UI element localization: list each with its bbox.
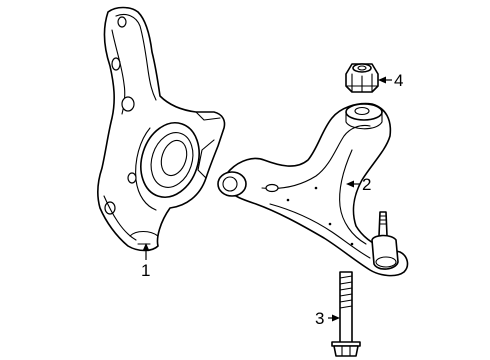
arm-dot-2 [286, 198, 290, 202]
callout-2-arrow [346, 180, 354, 188]
control-arm-inner-contour-2 [269, 203, 371, 259]
callout-4-arrow [378, 76, 386, 84]
nut-top [352, 63, 372, 73]
ball-joint-stud-thread [379, 215, 387, 225]
arm-dot-3 [328, 222, 332, 226]
arm-dot-1 [314, 186, 318, 190]
callout-1-arrow [142, 243, 150, 251]
callout-4: 4 [378, 71, 403, 90]
front-bushing-inner [222, 176, 238, 192]
bolt-flange [331, 341, 361, 347]
control-arm-rear-flange [339, 149, 367, 245]
callout-2-label: 2 [362, 175, 371, 194]
front-bushing-outer [217, 171, 247, 197]
callout-3: 3 [315, 309, 340, 328]
nut [345, 63, 379, 93]
callout-2: 2 [346, 175, 371, 194]
rear-bushing-side [345, 111, 383, 130]
ball-joint-boot-ring [375, 256, 397, 268]
rear-bushing-hole [354, 106, 370, 116]
lower-control-arm [217, 102, 409, 277]
bolt-threads [339, 275, 353, 309]
callout-1-label: 1 [141, 261, 150, 280]
knuckle-lower-rib [103, 195, 137, 241]
knuckle-upper-hole-3 [121, 96, 135, 112]
knuckle-hub-ring [150, 132, 194, 188]
knuckle-caliper-mount [195, 111, 221, 179]
bolt-head-facets [341, 345, 351, 357]
knuckle-lower-hole-2 [127, 172, 137, 184]
knuckle-upper-rib [115, 13, 157, 101]
arm-dot-4 [350, 242, 354, 246]
control-arm-body [223, 102, 409, 277]
ball-joint-housing [371, 234, 399, 270]
bolt [331, 271, 361, 357]
callout-1: 1 [141, 243, 150, 280]
rear-bushing-top [345, 103, 383, 121]
knuckle-ball-joint-boss [129, 230, 159, 245]
callout-3-arrow [332, 314, 340, 322]
bolt-head [333, 345, 359, 357]
callout-3-label: 3 [315, 309, 324, 328]
steering-knuckle [97, 6, 226, 252]
callout-4-label: 4 [394, 71, 403, 90]
knuckle-upper-hole-2 [111, 57, 121, 71]
knuckle-hub-inner [160, 139, 188, 177]
arm-hole-1 [265, 183, 279, 193]
nut-facets [345, 73, 379, 93]
knuckle-upper-hole-1 [117, 16, 127, 28]
nut-bore [357, 65, 367, 71]
